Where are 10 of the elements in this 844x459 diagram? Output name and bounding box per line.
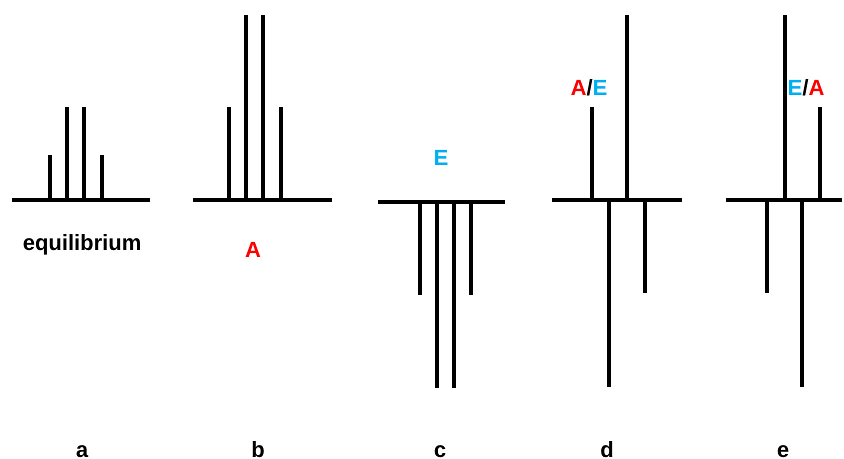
panel-letter: d — [600, 438, 614, 459]
panel-letter: e — [776, 438, 790, 459]
peak-label: E/A — [788, 76, 824, 100]
peak-label: E — [434, 146, 448, 170]
panel-letter: a — [76, 438, 88, 459]
panel-letter: b — [251, 438, 265, 459]
peak-label: A — [245, 238, 261, 262]
panel-letter: c — [434, 438, 446, 459]
spectrum-label: equilibrium — [22, 231, 142, 255]
peak-label: A/E — [570, 76, 608, 100]
